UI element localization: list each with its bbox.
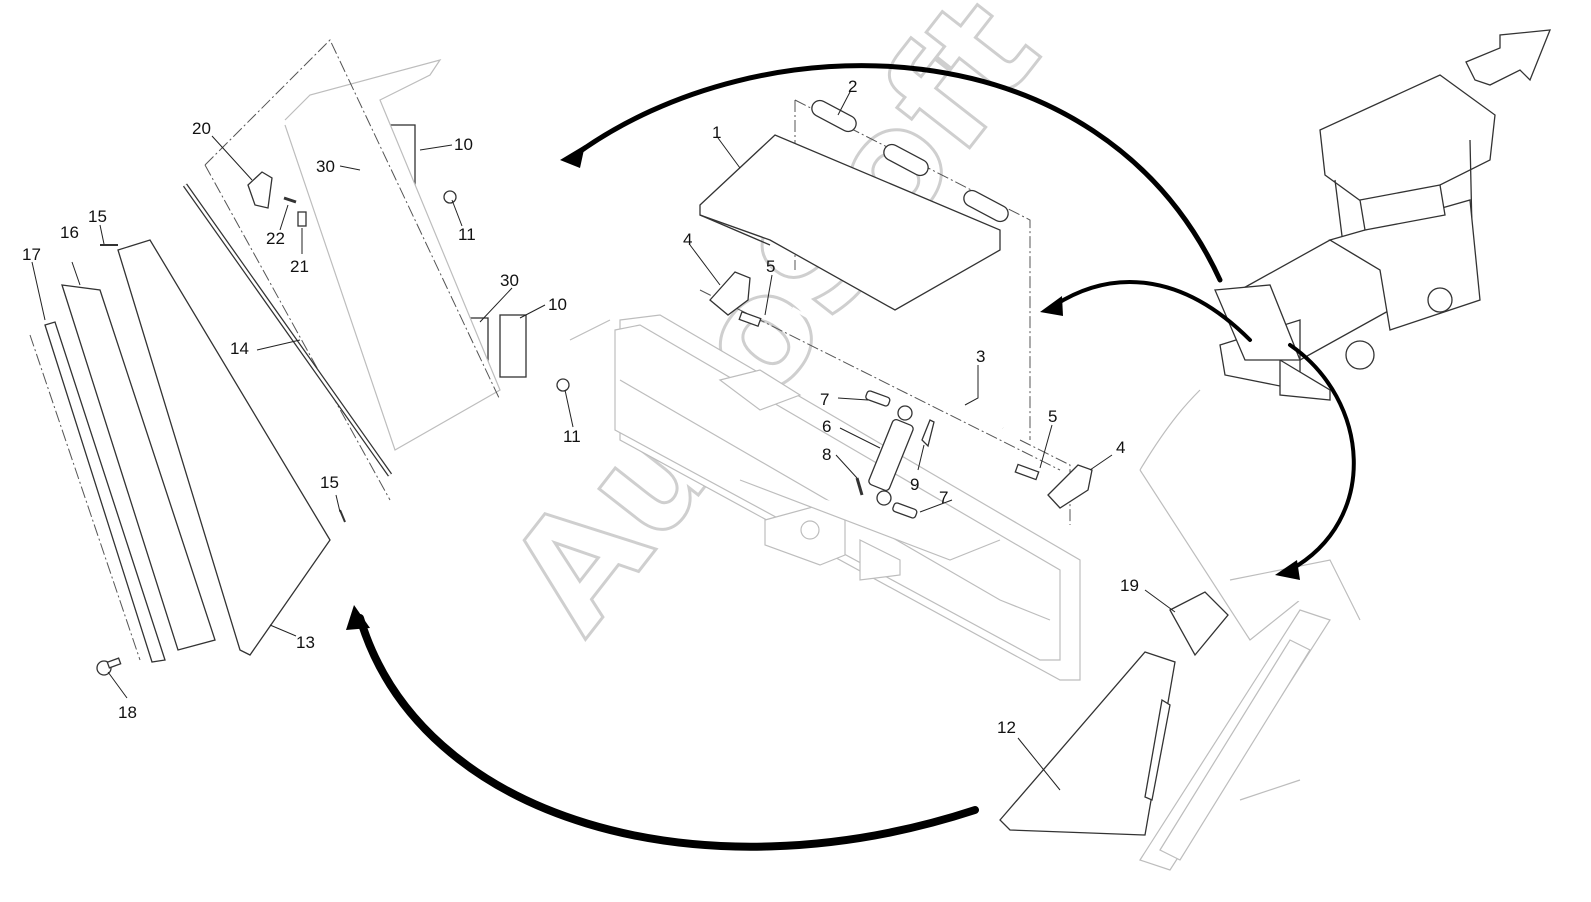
label-part-18: 18	[118, 703, 137, 722]
label-part-11-lower: 11	[563, 427, 581, 446]
bracket-part-19	[1169, 591, 1229, 657]
pin-part-8	[855, 477, 864, 496]
label-part-30-lower: 30	[500, 271, 519, 290]
label-part-15-top: 15	[88, 207, 107, 226]
label-part-20: 20	[192, 119, 211, 138]
pin-part-7-top	[865, 390, 891, 407]
paver-chassis-ghost	[569, 314, 1081, 681]
plate-part-16	[61, 284, 216, 651]
roller-parts-2	[811, 99, 1009, 223]
label-part-7-bottom: 7	[939, 488, 948, 507]
label-part-6: 6	[822, 417, 831, 436]
leader-lines	[31, 91, 1176, 791]
bolt-part-18	[96, 657, 122, 676]
flow-arrows	[346, 63, 1356, 851]
bracket-part-20	[247, 171, 273, 209]
screed-side-ghost	[1139, 389, 1361, 871]
label-part-13: 13	[296, 633, 315, 652]
paver-machine	[1214, 74, 1496, 401]
bolt-part-5-right	[1014, 463, 1040, 481]
label-part-3: 3	[976, 347, 985, 366]
bolt-part-5-left	[738, 310, 762, 328]
label-part-21: 21	[290, 257, 309, 276]
label-part-30-upper: 30	[316, 157, 335, 176]
cover-plate-part-1	[699, 134, 1001, 311]
label-part-4-right: 4	[1116, 438, 1125, 457]
view-direction-arrow	[1465, 29, 1552, 86]
label-part-17: 17	[22, 245, 41, 264]
gas-strut-part-6	[868, 405, 914, 506]
part-number-labels: 2 1 3 4 4 5 5 6 7 7 8 9 10 10 11 11 12 1…	[22, 77, 1139, 737]
label-part-7-top: 7	[820, 390, 829, 409]
label-part-8: 8	[822, 445, 831, 464]
label-part-16: 16	[60, 223, 79, 242]
hinge-bracket-part-4-right	[1047, 464, 1093, 509]
screw-part-21	[297, 211, 307, 227]
label-part-5-right: 5	[1048, 407, 1057, 426]
clip-part-9	[921, 419, 935, 448]
clip-part-15-bottom	[339, 509, 346, 523]
label-part-10-lower: 10	[548, 295, 567, 314]
label-part-4-left: 4	[683, 230, 692, 249]
side-panel-frame	[284, 59, 501, 451]
label-part-12: 12	[997, 718, 1016, 737]
pin-part-7-bottom	[892, 502, 918, 519]
hinge-bracket-part-4-left	[709, 271, 751, 316]
label-part-1: 1	[712, 123, 721, 142]
label-part-22: 22	[266, 229, 285, 248]
end-plate-part-12	[999, 651, 1176, 836]
label-part-15-bottom: 15	[320, 473, 339, 492]
label-part-5-left: 5	[766, 257, 775, 276]
label-part-11-upper: 11	[458, 225, 476, 244]
label-part-2: 2	[848, 77, 857, 96]
label-part-9: 9	[910, 475, 919, 494]
side-shield-part-13	[117, 239, 331, 656]
label-part-19: 19	[1120, 576, 1139, 595]
label-part-14: 14	[230, 339, 249, 358]
strip-part-17	[44, 321, 166, 663]
label-part-10-upper: 10	[454, 135, 473, 154]
washer-part-22	[283, 196, 297, 204]
